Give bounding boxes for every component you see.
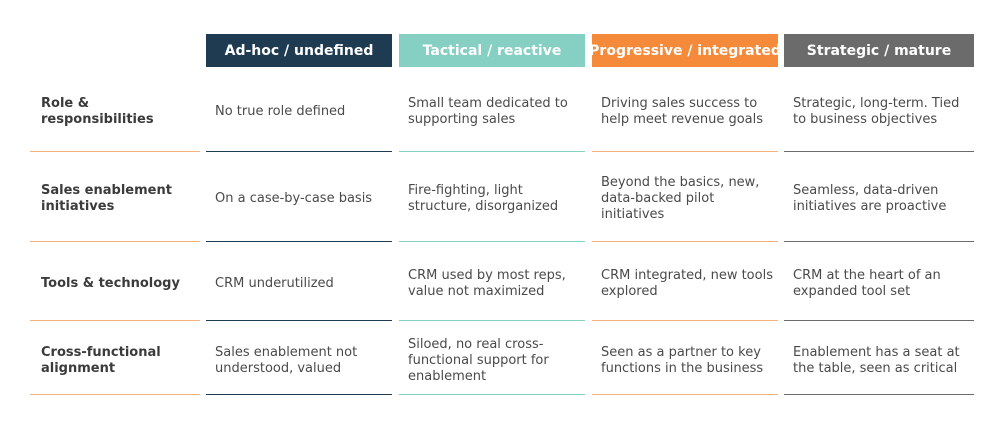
divider <box>784 320 974 321</box>
divider <box>784 151 974 152</box>
table-cell: Fire-fighting, light structure, disorgan… <box>408 183 559 214</box>
table-cell: Small team dedicated to supporting sales <box>408 96 568 127</box>
column-header-strategic: Strategic / mature <box>784 34 974 67</box>
row-label-alignment: Cross-functional alignment <box>41 345 161 376</box>
table-cell: Strategic, long-term. Tied to business o… <box>793 96 960 127</box>
column-header-tactical: Tactical / reactive <box>399 34 585 67</box>
table-cell: Sales enablement not understood, valued <box>215 345 358 376</box>
table-cell: CRM at the heart of an expanded tool set <box>793 268 941 299</box>
table-cell: Seamless, data-driven initiatives are pr… <box>793 183 947 214</box>
divider <box>399 320 585 321</box>
table-cell: On a case-by-case basis <box>215 191 373 206</box>
row-label-tools: Tools & technology <box>41 276 180 291</box>
divider <box>206 151 392 152</box>
divider <box>399 241 585 242</box>
table-cell: Siloed, no real cross-functional support… <box>408 337 549 384</box>
divider <box>592 394 778 395</box>
table-cell: Driving sales success to help meet reven… <box>601 96 764 127</box>
divider <box>206 320 392 321</box>
divider <box>206 241 392 242</box>
row-label-role: Role & responsibilities <box>41 96 154 127</box>
table-cell: Beyond the basics, new, data-backed pilo… <box>601 175 760 222</box>
divider <box>784 394 974 395</box>
table-cell: Enablement has a seat at the table, seen… <box>793 345 960 376</box>
table-cell: CRM used by most reps, value not maximiz… <box>408 268 566 299</box>
divider <box>30 241 200 242</box>
divider <box>206 394 392 395</box>
row-label-initiatives: Sales enablement initiatives <box>41 183 172 214</box>
divider <box>592 320 778 321</box>
table-cell: CRM integrated, new tools explored <box>601 268 773 299</box>
column-header-ad-hoc: Ad-hoc / undefined <box>206 34 392 67</box>
divider <box>592 151 778 152</box>
divider <box>30 151 200 152</box>
divider <box>30 320 200 321</box>
divider <box>399 151 585 152</box>
divider <box>592 241 778 242</box>
table-cell: Seen as a partner to key functions in th… <box>601 345 764 376</box>
column-header-progressive: Progressive / integrated <box>589 34 781 67</box>
table-cell: No true role defined <box>215 104 346 119</box>
table-cell: CRM underutilized <box>215 276 334 291</box>
divider <box>784 241 974 242</box>
divider <box>399 394 585 395</box>
divider <box>30 394 200 395</box>
